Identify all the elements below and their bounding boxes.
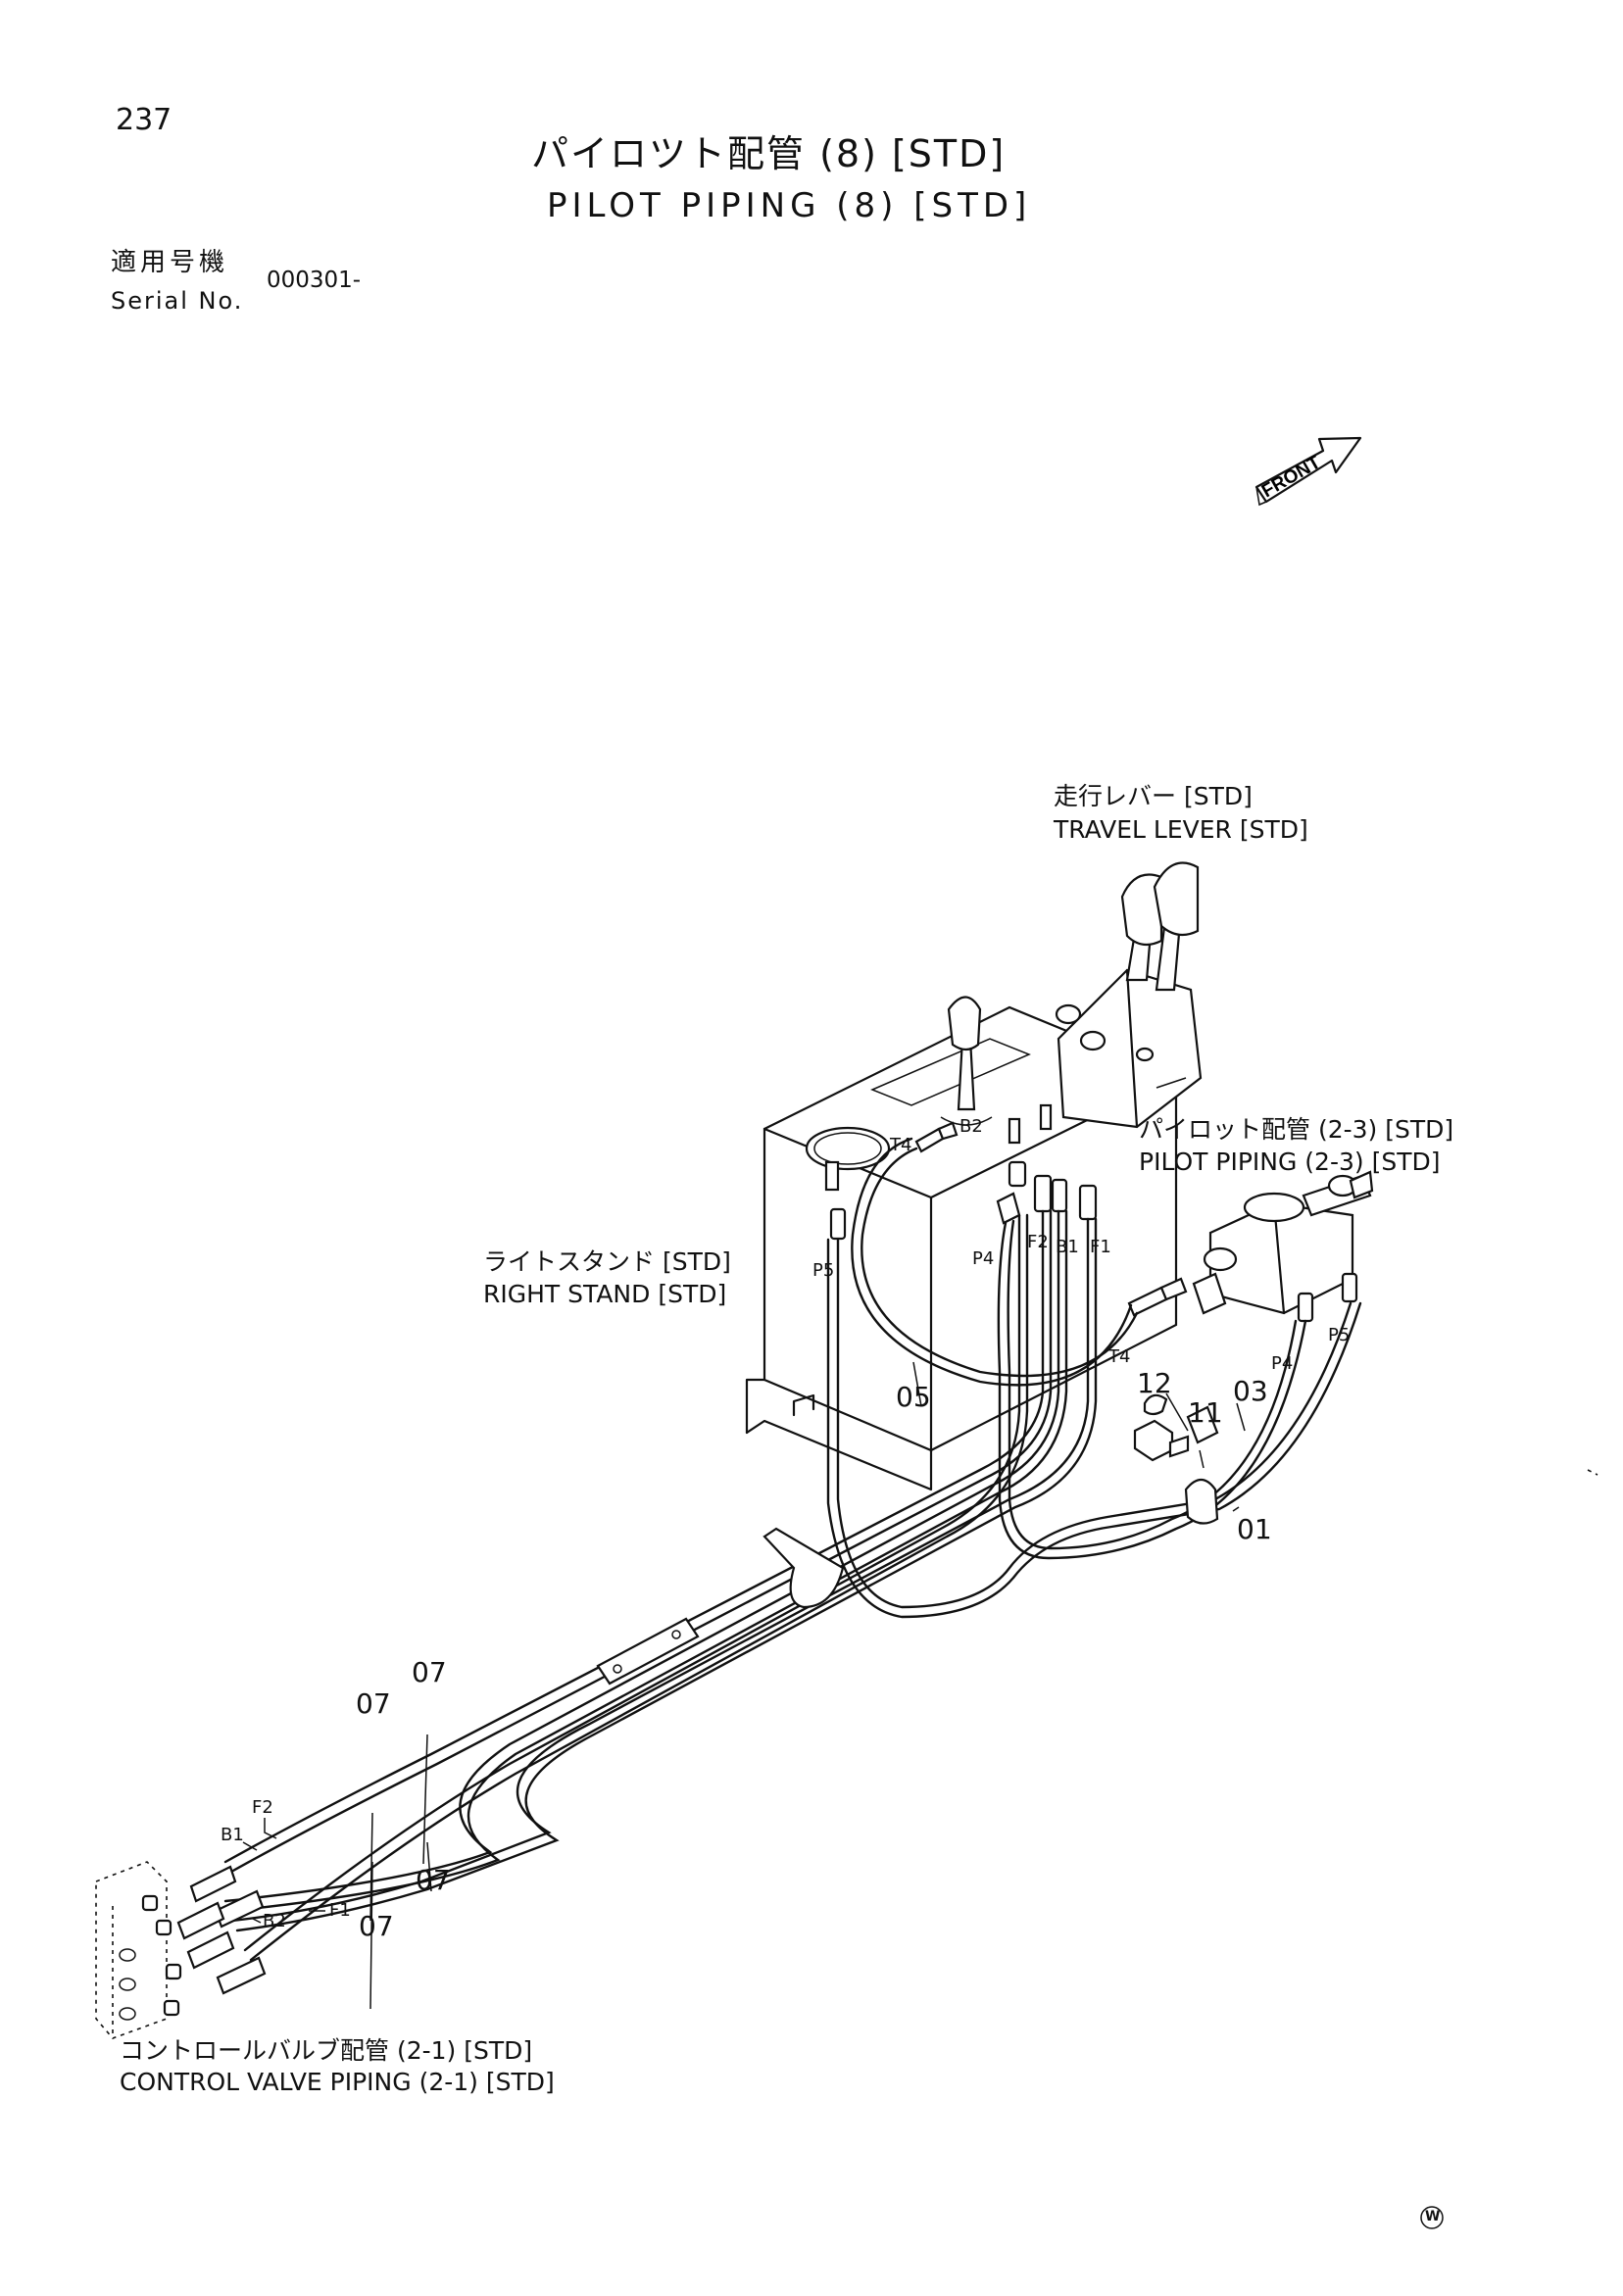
travel-lever-unit xyxy=(1055,861,1203,1129)
port-f2-bottom: F2 xyxy=(252,1797,273,1818)
callout-07-a: 07 xyxy=(412,1656,447,1688)
serial-label-en: Serial No. xyxy=(111,287,244,315)
bolt-part-12 xyxy=(1133,1419,1190,1462)
port-p4-mid: P4 xyxy=(972,1248,995,1269)
leader-lines xyxy=(242,1361,1246,2010)
port-p4-right: P4 xyxy=(1271,1353,1294,1374)
port-f2-top: F2 xyxy=(1027,1232,1049,1252)
port-b1-bottom: B1 xyxy=(221,1825,244,1845)
travel-lever-label-ja: 走行レバー [STD] xyxy=(1054,782,1253,810)
front-arrow-icon: FRONT xyxy=(1254,436,1362,507)
control-valve-block xyxy=(95,1861,182,2039)
callout-11: 11 xyxy=(1188,1396,1223,1429)
valve-end-fittings xyxy=(176,1865,267,1995)
corner-mark: W xyxy=(1425,2209,1441,2224)
serial-label-ja: 適用号機 xyxy=(111,248,229,277)
callout-01: 01 xyxy=(1237,1513,1272,1545)
port-b2-top: B2 xyxy=(959,1116,983,1137)
port-p5-right: P5 xyxy=(1328,1325,1351,1345)
port-t4-top: T4 xyxy=(890,1135,912,1155)
control-valve-label-en: CONTROL VALVE PIPING (2-1) [STD] xyxy=(120,2068,555,2096)
callout-07-c: 07 xyxy=(416,1864,451,1896)
port-b2-bottom: B2 xyxy=(263,1911,286,1931)
page-title-ja: パイロツト配管 (8) [STD] xyxy=(531,132,1007,175)
page-number: 237 xyxy=(116,103,172,137)
hose-clamps xyxy=(596,1478,1219,1685)
pilot-valve-block xyxy=(1192,1170,1374,1315)
port-t4-low: T4 xyxy=(1108,1346,1131,1367)
callout-05: 05 xyxy=(896,1381,931,1413)
callout-07-d: 07 xyxy=(359,1910,394,1942)
pilot-piping-label-ja: パイロット配管 (2-3) [STD] xyxy=(1139,1115,1454,1144)
callout-07-b: 07 xyxy=(356,1687,391,1720)
callout-12: 12 xyxy=(1137,1367,1172,1399)
callout-03: 03 xyxy=(1233,1375,1268,1407)
port-f1-bottom: F1 xyxy=(329,1900,351,1921)
serial-value: 000301- xyxy=(267,268,362,293)
travel-lever-label-en: TRAVEL LEVER [STD] xyxy=(1054,815,1308,844)
front-arrow-label: FRONT xyxy=(1258,452,1325,502)
port-f1-top: F1 xyxy=(1090,1237,1111,1257)
right-stand-label-ja: ライトスタンド [STD] xyxy=(483,1247,731,1276)
right-stand-label-en: RIGHT STAND [STD] xyxy=(483,1280,727,1308)
port-p5-left: P5 xyxy=(812,1260,835,1281)
joystick-lever xyxy=(940,996,993,1126)
control-valve-label-ja: コントロールバルブ配管 (2-1) [STD] xyxy=(120,2036,533,2065)
pilot-piping-label-en: PILOT PIPING (2-3) [STD] xyxy=(1139,1148,1441,1176)
page-title-en: PILOT PIPING (8) [STD] xyxy=(547,186,1032,225)
port-b1-top: B1 xyxy=(1056,1237,1079,1257)
